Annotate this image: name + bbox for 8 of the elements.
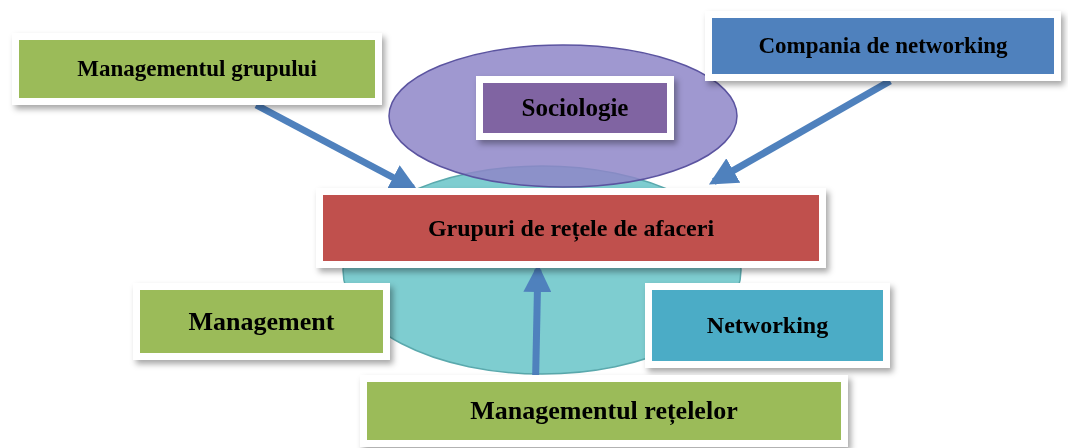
box-text: Managementul grupului <box>77 56 317 82</box>
process-box <box>476 76 674 140</box>
box-text: Sociologie <box>521 94 629 122</box>
box-text: Compania de networking <box>758 33 1008 59</box>
box-text: Management <box>188 306 335 337</box>
box-text: Grupuri de rețele de afaceri <box>427 214 715 242</box>
box-text: Managementul rețelelor <box>470 396 738 426</box>
box-text: Networking <box>706 312 829 339</box>
